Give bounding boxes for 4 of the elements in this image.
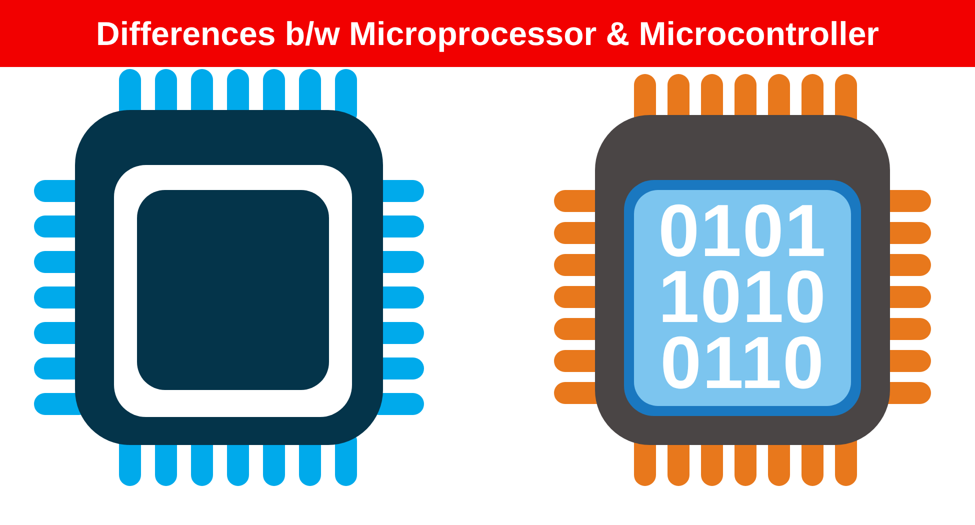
binary-digits: 0110 (659, 330, 826, 396)
binary-digits: 1010 (657, 264, 828, 330)
title: Differences b/w Microprocessor & Microcontroller (96, 14, 880, 52)
binary-digits: 0101 (657, 198, 828, 264)
